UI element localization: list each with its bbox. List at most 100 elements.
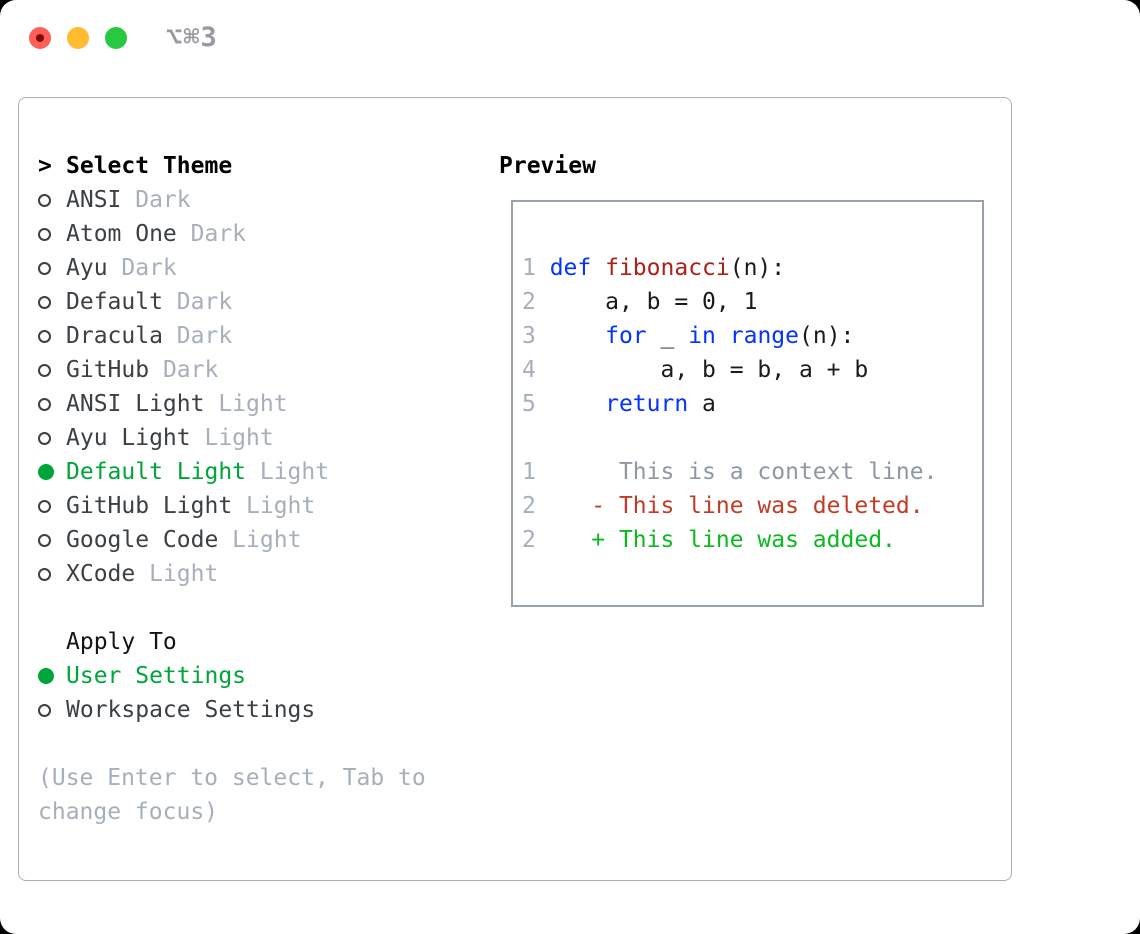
option-variant: Dark [162,323,233,349]
code-token: (n): [729,255,786,281]
code-token: a [688,391,716,417]
hint-line-2: change focus) [38,799,219,825]
code-token: range [729,323,799,349]
apply-to-option[interactable]: Workspace Settings [38,693,426,727]
option-label: Atom One [66,221,177,247]
code-token [716,323,730,349]
option-variant: Dark [162,289,233,315]
minimize-button[interactable] [67,27,89,49]
option-label: User Settings [66,663,247,689]
theme-option[interactable]: Default Light Light [38,455,426,489]
code-token: This is a context line. [549,459,938,485]
window-title-shortcut: ⌥⌘3 [166,22,218,53]
option-label: GitHub Light [66,493,233,519]
radio-icon [38,193,51,207]
line-number: 1 [522,459,550,485]
zoom-button[interactable] [105,27,127,49]
radio-icon [38,295,51,309]
theme-option[interactable]: Google Code Light [38,523,426,557]
option-variant: Light [135,561,219,587]
preview-line: 1 This is a context line. [522,455,937,489]
line-number: 2 [522,527,550,553]
apply-to-header-row: Apply To [38,625,426,659]
code-token: def [549,255,592,281]
radio-icon [38,703,51,717]
radio-icon [38,329,51,343]
preview-line: 4 a, b = b, a + b [522,353,937,387]
option-label: ANSI [66,187,122,213]
preview-line: 2 - This line was deleted. [522,489,937,523]
radio-icon [38,397,51,411]
theme-option[interactable]: GitHub Dark [38,353,426,387]
preview-title: Preview [499,153,596,179]
preview-line: 2 + This line was added. [522,523,937,557]
radio-icon [38,567,51,581]
theme-option[interactable]: ANSI Dark [38,183,426,217]
option-variant: Light [246,459,330,485]
option-variant: Dark [107,255,177,281]
apply-to-option[interactable]: User Settings [38,659,426,693]
code-token: (n): [799,323,855,349]
code-token: for [605,323,647,349]
close-button[interactable] [29,27,51,49]
theme-option[interactable]: Ayu Dark [38,251,426,285]
code-token [591,255,605,281]
option-label: ANSI Light [66,391,205,417]
code-token: return [605,391,689,417]
preview-line [522,421,937,455]
line-number: 2 [522,493,550,519]
code-token [550,391,605,417]
spacer-row [38,727,426,761]
hint-line-1: (Use Enter to select, Tab to [38,765,426,791]
apply-to-header: Apply To [66,629,177,655]
code-token: - This line was deleted. [549,493,924,519]
theme-option[interactable]: ANSI Light Light [38,387,426,421]
option-variant: Dark [121,187,191,213]
line-number: 5 [522,391,550,417]
theme-option[interactable]: Default Dark [38,285,426,319]
code-token: + This line was added. [549,527,896,553]
radio-icon [38,363,51,377]
theme-list-header: Select Theme [66,153,233,179]
radio-selected-icon [38,464,54,480]
preview-line: 1 def fibonacci(n): [522,251,937,285]
prompt-icon: > [38,153,52,179]
radio-icon [38,431,51,445]
option-variant: Dark [176,221,247,247]
option-variant: Light [190,425,274,451]
radio-icon [38,499,51,513]
code-token [550,323,605,349]
line-number: 3 [522,323,550,349]
preview-line: 2 a, b = 0, 1 [522,285,937,319]
line-number: 2 [522,289,550,315]
unsaved-dot-icon [36,34,44,42]
code-token: fibonacci [605,255,730,281]
option-variant: Light [218,527,302,553]
option-variant: Dark [149,357,219,383]
radio-icon [38,533,51,547]
theme-option[interactable]: XCode Light [38,557,426,591]
theme-list-header-row: > Select Theme [38,149,426,183]
radio-icon [38,227,51,241]
option-label: Ayu [66,255,108,281]
option-label: Dracula [66,323,163,349]
option-label: GitHub [66,357,150,383]
option-label: Ayu Light [66,425,191,451]
theme-option[interactable]: GitHub Light Light [38,489,426,523]
code-token: _ [646,323,689,349]
line-number: 4 [522,357,550,383]
preview-line: 5 return a [522,387,937,421]
theme-option[interactable]: Dracula Dark [38,319,426,353]
theme-option[interactable]: Atom One Dark [38,217,426,251]
code-token: in [688,323,716,349]
option-variant: Light [232,493,316,519]
theme-option[interactable]: Ayu Light Light [38,421,426,455]
line-number: 1 [522,255,550,281]
